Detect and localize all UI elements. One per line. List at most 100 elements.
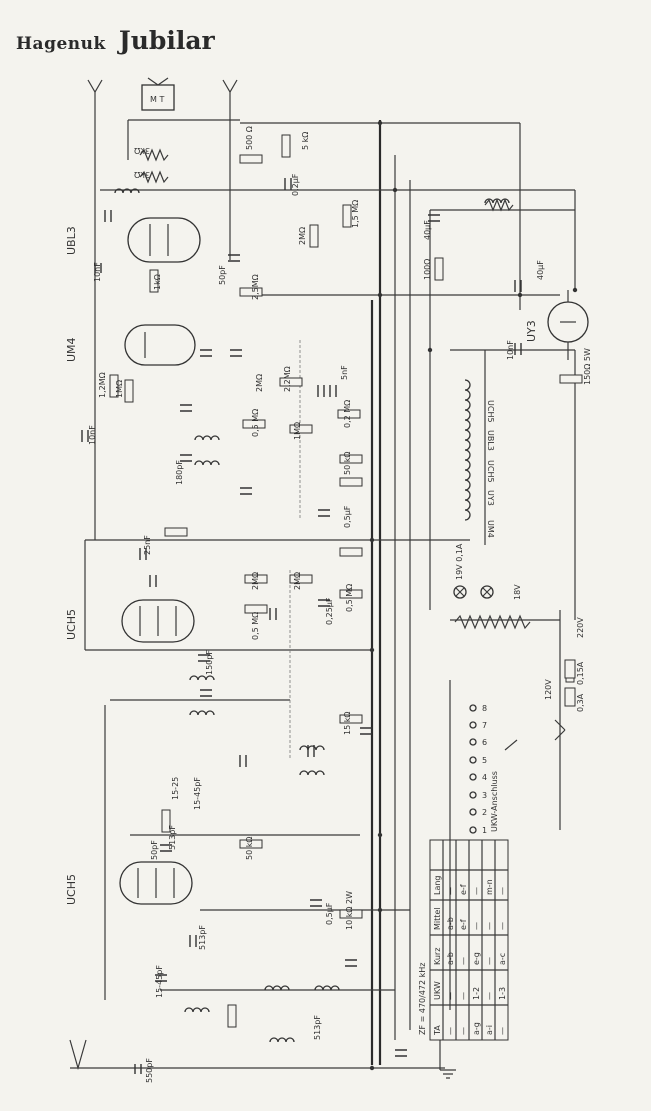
fuses xyxy=(564,659,576,707)
label-v-18: 18V xyxy=(513,584,522,600)
label-c-10nf-ubl: 10nF xyxy=(93,262,102,282)
table-cell-4-4: — xyxy=(498,887,507,895)
heater-chain-labels: UCH5 UBL3 UCH5 UY3 UM4 xyxy=(486,400,495,538)
label-c-50pf-uch: 50pF xyxy=(150,840,159,860)
label-c-40uf: 40μF xyxy=(423,220,432,240)
label-c-550pf: 550pF xyxy=(145,1058,154,1083)
main-bus-lines xyxy=(70,92,576,1070)
table-cell-1-2: — xyxy=(459,957,468,965)
table-cell-1-3: e-f xyxy=(459,919,468,930)
label-c-02uf: 0,2μF xyxy=(291,173,300,196)
table-cell-2-4: — xyxy=(472,887,481,895)
label-c-513pf-c: 513pF xyxy=(313,1015,322,1040)
label-c-180pf: 180pF xyxy=(175,460,184,485)
tube-label-uch5-upper: UCH5 xyxy=(65,609,78,640)
label-v-220: 220V xyxy=(576,617,585,638)
tube-label-uy3: UY3 xyxy=(525,320,538,342)
label-r-100: 100Ω xyxy=(423,259,432,280)
table-cell-0-4: — xyxy=(446,887,455,895)
table-header-mittel: Mittel xyxy=(433,907,442,930)
table-cell-3-4: m-n xyxy=(485,879,494,895)
table-header-kurz: Kurz xyxy=(433,948,442,965)
label-r-5k: 5 kΩ xyxy=(301,132,310,150)
label-r-1m-b: 1MΩ xyxy=(293,422,302,440)
heater-label-um4: UM4 xyxy=(486,520,495,538)
table-cell-2-3: — xyxy=(472,922,481,930)
label-r-22m: 2,2MΩ xyxy=(283,366,292,392)
switch-pin-2: 2 xyxy=(482,808,487,817)
label-r-50k: 50 kΩ xyxy=(343,452,352,475)
switch-pin-8: 8 xyxy=(482,704,487,713)
table-cell-3-1: — xyxy=(485,992,494,1000)
label-c-15-25: 15-25 xyxy=(171,777,180,800)
label-f-03: 0,3A xyxy=(576,693,585,712)
capacitors xyxy=(81,178,522,1074)
label-c-513pf: 513pF xyxy=(168,825,177,850)
brand-title: Hagenuk Jubilar xyxy=(16,26,215,55)
table-cell-4-2: a-c xyxy=(498,953,507,965)
label-r-2m-uch: 2MΩ xyxy=(251,572,260,590)
label-r-500: 500 Ω xyxy=(245,126,254,150)
label-r-15k: 15 kΩ xyxy=(343,712,352,735)
label-c-10nf-uy: 10nF xyxy=(506,340,515,360)
label-r-15m: 1,5 MΩ xyxy=(351,200,360,228)
switching-table: ZF = 470/472 kHz TA UKW Kurz Mittel Lang… xyxy=(418,839,509,1041)
label-r-1m: 1MΩ xyxy=(115,380,124,398)
heater-label-uch5-b: UCH5 xyxy=(486,460,495,483)
zf-note: ZF = 470/472 kHz xyxy=(418,963,427,1036)
heater-label-uy3: UY3 xyxy=(486,490,495,506)
switch-pin-6: 6 xyxy=(482,738,487,747)
label-r-05m-b: 0,5 MΩ xyxy=(345,584,354,612)
table-cell-0-2: a-b xyxy=(446,952,455,965)
label-c-513pf-b: 513pF xyxy=(198,925,207,950)
table-cell-3-0: a-i xyxy=(485,1025,494,1035)
table-cell-2-1: 1-2 xyxy=(472,987,481,1000)
switch-pin-7: 7 xyxy=(482,721,487,730)
label-c-05uf: 0,5μF xyxy=(343,505,352,528)
switch-pin-3: 3 xyxy=(482,791,487,800)
tube-uch5-upper: UCH5 xyxy=(65,599,195,643)
label-r-50k-b: 50 kΩ xyxy=(245,837,254,860)
label-r-2m-uch-b: 2MΩ xyxy=(293,572,302,590)
label-c-25nf: 25nF xyxy=(143,535,152,555)
table-cell-4-3: — xyxy=(498,922,507,930)
label-c-15-45: 15-45pF xyxy=(193,777,202,810)
resistors xyxy=(109,134,583,1028)
label-r-2m2: 2MΩ xyxy=(255,374,264,392)
ukw-connector-label: UKW-Anschluss xyxy=(490,771,499,832)
component-labels: 3kΩ 3kΩ 500 Ω 5 kΩ 0,2μF 2MΩ 1,5 MΩ 1kΩ … xyxy=(88,126,592,1083)
label-f-015: 0,15A xyxy=(576,661,585,685)
antenna-symbols xyxy=(87,79,238,94)
switch-pin-5: 5 xyxy=(482,756,487,765)
table-cell-1-4: e-f xyxy=(459,884,468,895)
coils xyxy=(114,188,510,1043)
brand-model: Jubilar xyxy=(118,26,215,55)
label-v-120: 120V xyxy=(544,679,553,700)
junction-dots xyxy=(369,120,578,1071)
label-c-05uf-b: 0,5μF xyxy=(325,902,334,925)
table-cell-0-0: — xyxy=(446,1027,455,1035)
label-r-02m: 0,2 MΩ xyxy=(343,400,352,428)
label-c-50pf: 50pF xyxy=(218,265,227,285)
ground-symbol xyxy=(69,1039,456,1079)
label-r-25m: 2,5MΩ xyxy=(251,274,260,300)
label-c-025uf: 0,25μF xyxy=(325,597,334,625)
label-r-3k: 3kΩ xyxy=(134,146,150,155)
label-r-150: 150Ω 5W xyxy=(583,348,592,385)
label-c-40uf-2: 40μF xyxy=(536,260,545,280)
label-c-10nf-um: 10nF xyxy=(88,425,97,445)
tube-label-ubl3: UBL3 xyxy=(65,226,78,255)
label-c-15-45-b: 15-45pF xyxy=(155,965,164,998)
table-header-lang: Lang xyxy=(433,875,442,895)
pilot-lamps xyxy=(453,585,494,599)
label-r-12m: 1,2MΩ xyxy=(98,372,107,398)
label-c-5nf: 5nF xyxy=(340,365,349,380)
tube-um4: UM4 xyxy=(65,324,196,366)
table-cell-2-2: e-g xyxy=(472,952,481,965)
tube-uy3: UY3 xyxy=(525,290,589,360)
loudspeaker: M T xyxy=(141,77,175,111)
label-c-150pf: 150pF xyxy=(205,650,214,675)
tube-label-um4: UM4 xyxy=(65,337,78,362)
table-cell-0-1: — xyxy=(446,992,455,1000)
